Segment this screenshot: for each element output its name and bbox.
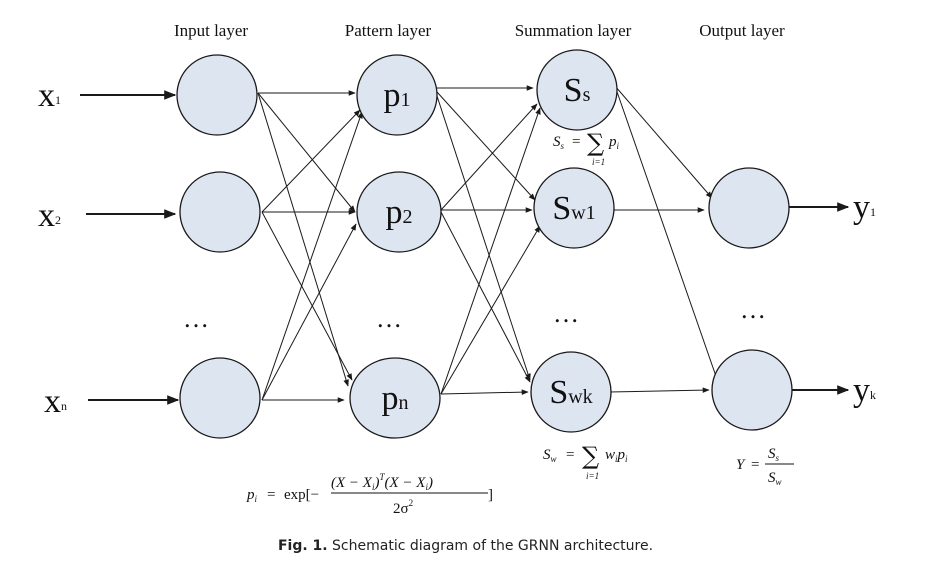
svg-text:pi: pi (608, 134, 620, 151)
svg-text:=: = (566, 447, 574, 463)
svg-text:]: ] (488, 487, 493, 503)
pattern-node-pn (349, 357, 441, 439)
svg-text:pi: pi (246, 487, 258, 504)
svg-text:=: = (751, 457, 759, 473)
input-node-n (179, 357, 261, 439)
output-layer-title: Output layer (699, 21, 785, 40)
svg-text:Sw: Sw (768, 470, 782, 487)
input-ellipsis: … (183, 304, 211, 333)
formula-sw: Sw = ∑ i=1 wipi (543, 442, 628, 481)
svg-text:Sw: Sw (543, 447, 557, 464)
formula-ss: Ss = ∑ i=1 pi (553, 129, 620, 167)
caption-text: Schematic diagram of the GRNN architectu… (327, 538, 654, 554)
summation-node-label-swk: Swk (549, 374, 592, 411)
pattern-ellipsis: … (376, 304, 404, 333)
pattern-node-label-p1: p1 (384, 77, 411, 114)
svg-text:∑: ∑ (582, 442, 599, 470)
svg-text:2σ2: 2σ2 (393, 498, 413, 517)
svg-text:wipi: wipi (605, 447, 628, 464)
output-node-1 (708, 167, 790, 249)
summation-node-ss (536, 49, 618, 131)
svg-text:i=1: i=1 (592, 157, 605, 167)
output-ellipsis: … (740, 295, 768, 324)
figure-caption: Fig. 1. Schematic diagram of the GRNN ar… (0, 538, 931, 554)
pattern-layer-title: Pattern layer (345, 21, 432, 40)
summation-node-label-sw1: Sw1 (552, 190, 595, 227)
grnn-diagram: Input layer Pattern layer Summation laye… (38, 21, 876, 517)
pattern-node-p2 (356, 171, 442, 253)
pattern-node-p1 (356, 54, 438, 136)
pattern-node-label-p2: p2 (386, 194, 413, 231)
input-node-2 (179, 171, 261, 253)
pattern-node-label-pn: pn (382, 380, 409, 417)
output-node-k (711, 349, 793, 431)
summation-layer-title: Summation layer (515, 21, 632, 40)
svg-text:exp[−: exp[− (284, 487, 319, 503)
summation-node-swk (530, 351, 612, 433)
svg-text:i=1: i=1 (586, 471, 599, 481)
svg-text:Y: Y (736, 457, 746, 473)
output-label-y1: y1 (853, 189, 876, 226)
formula-pi: pi = exp[− (X − Xi)T(X − Xi) 2σ2 ] (246, 472, 493, 517)
input-label-x1: x1 (38, 77, 61, 114)
input-node-1 (176, 54, 258, 136)
summation-node-sw1 (533, 167, 615, 249)
svg-text:Ss: Ss (768, 446, 780, 463)
svg-text:=: = (267, 487, 275, 503)
input-layer-title: Input layer (174, 21, 248, 40)
input-label-x2: x2 (38, 197, 61, 234)
svg-text:(X − Xi)T(X − Xi): (X − Xi)T(X − Xi) (331, 472, 433, 492)
input-pattern-connections (257, 90, 363, 403)
pattern-summation-connections (436, 85, 541, 395)
svg-text:Ss: Ss (553, 134, 565, 151)
output-label-yk: yk (853, 372, 876, 409)
input-label-xn: xn (44, 383, 67, 420)
svg-text:=: = (572, 134, 580, 150)
summation-node-label-ss: Ss (564, 72, 591, 109)
summation-ellipsis: … (553, 299, 581, 328)
formula-y: Y = Ss Sw (736, 446, 794, 487)
caption-label: Fig. 1. (277, 538, 328, 554)
summation-output-connections (608, 85, 719, 393)
svg-text:∑: ∑ (587, 129, 604, 157)
